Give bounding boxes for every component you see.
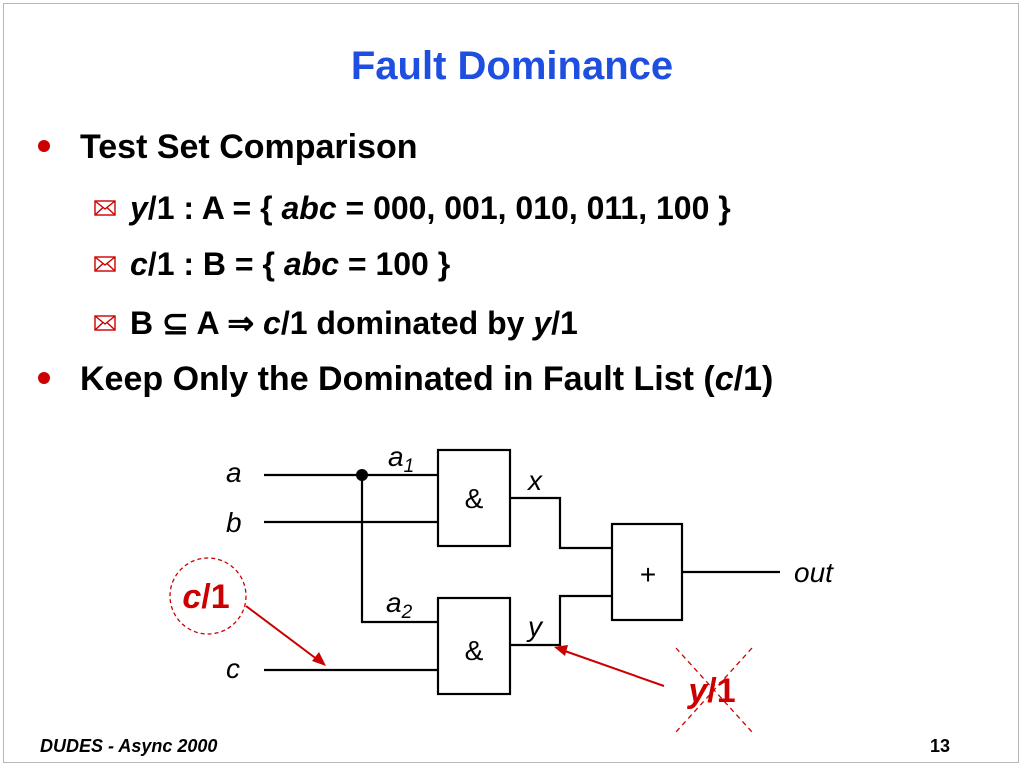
footer-conference: DUDES - Async 2000 bbox=[40, 736, 218, 756]
fault-c1-label: c/1 bbox=[182, 578, 229, 616]
slide-frame bbox=[3, 3, 1019, 763]
and-bottom-symbol: & bbox=[465, 635, 484, 666]
label-x: x bbox=[526, 465, 543, 496]
sub-bullet-text: /1 : B = { bbox=[147, 246, 284, 282]
fault-c1-arrowhead bbox=[312, 652, 326, 666]
fault-y1-cross-line bbox=[675, 647, 753, 733]
abc-label: abc bbox=[281, 190, 337, 226]
subset-symbol: ⊆ bbox=[162, 305, 189, 341]
set-a: A bbox=[188, 305, 228, 341]
abc-label: abc bbox=[283, 246, 339, 282]
sub-bullet-y1-test-set: y/1 : A = { abc = 000, 001, 010, 011, 10… bbox=[94, 190, 731, 227]
and-gate-bottom bbox=[436, 596, 512, 696]
sub-bullet-c1-test-set: c/1 : B = { abc = 100 } bbox=[94, 246, 450, 283]
or-symbol: + bbox=[640, 559, 656, 590]
bullet-text: Keep Only the Dominated in Fault List ( bbox=[80, 360, 715, 398]
label-a2: a2 bbox=[386, 587, 413, 623]
envelope-icon bbox=[94, 314, 116, 331]
label-c: c bbox=[226, 653, 240, 684]
envelope-icon bbox=[94, 255, 116, 272]
fault-y1-arrowhead bbox=[554, 645, 568, 656]
fault-c1-arrow bbox=[245, 605, 319, 661]
slide-title: Fault Dominance bbox=[350, 44, 674, 88]
fault-var: c bbox=[714, 360, 734, 398]
wire-y bbox=[510, 594, 612, 647]
test-values: = 100 } bbox=[338, 246, 451, 282]
fault-var: y bbox=[533, 305, 552, 341]
fault-y1-arrow bbox=[561, 649, 665, 687]
fault-y1-label: y/1 bbox=[686, 672, 735, 710]
page-number: 13 bbox=[930, 736, 951, 756]
junction-dot bbox=[356, 469, 368, 481]
fault-var: c bbox=[263, 305, 281, 341]
bullet-keep-dominated: Keep Only the Dominated in Fault List (c… bbox=[38, 360, 773, 399]
wire-a2 bbox=[360, 475, 438, 624]
sub-bullet-dominance: B ⊆ A ⇒ c/1 dominated by y/1 bbox=[94, 304, 578, 342]
fault-var: y bbox=[130, 190, 148, 226]
bullet-text: Test Set Comparison bbox=[80, 128, 418, 166]
bullet-dot-icon bbox=[38, 140, 50, 153]
label-a1: a1 bbox=[388, 441, 414, 477]
wire-x bbox=[510, 496, 612, 550]
label-out: out bbox=[794, 557, 834, 588]
fault-var: c bbox=[130, 246, 148, 282]
and-gate-top bbox=[436, 448, 512, 548]
and-top-symbol: & bbox=[465, 483, 484, 514]
sub-bullet-text: /1 : A = { bbox=[147, 190, 282, 226]
implies-symbol: ⇒ bbox=[227, 305, 255, 341]
label-b: b bbox=[226, 507, 242, 538]
test-values: = 000, 001, 010, 011, 100 } bbox=[336, 190, 731, 226]
dominated-text: /1 dominated by bbox=[280, 305, 534, 341]
envelope-icon bbox=[94, 199, 116, 216]
set-b: B bbox=[130, 305, 162, 341]
fault-c1-circle bbox=[169, 557, 247, 635]
label-a: a bbox=[226, 457, 242, 488]
or-gate bbox=[610, 522, 684, 622]
bullet-test-set-comparison: Test Set Comparison bbox=[38, 128, 418, 167]
label-y: y bbox=[526, 611, 544, 642]
bullet-dot-icon bbox=[38, 372, 50, 385]
